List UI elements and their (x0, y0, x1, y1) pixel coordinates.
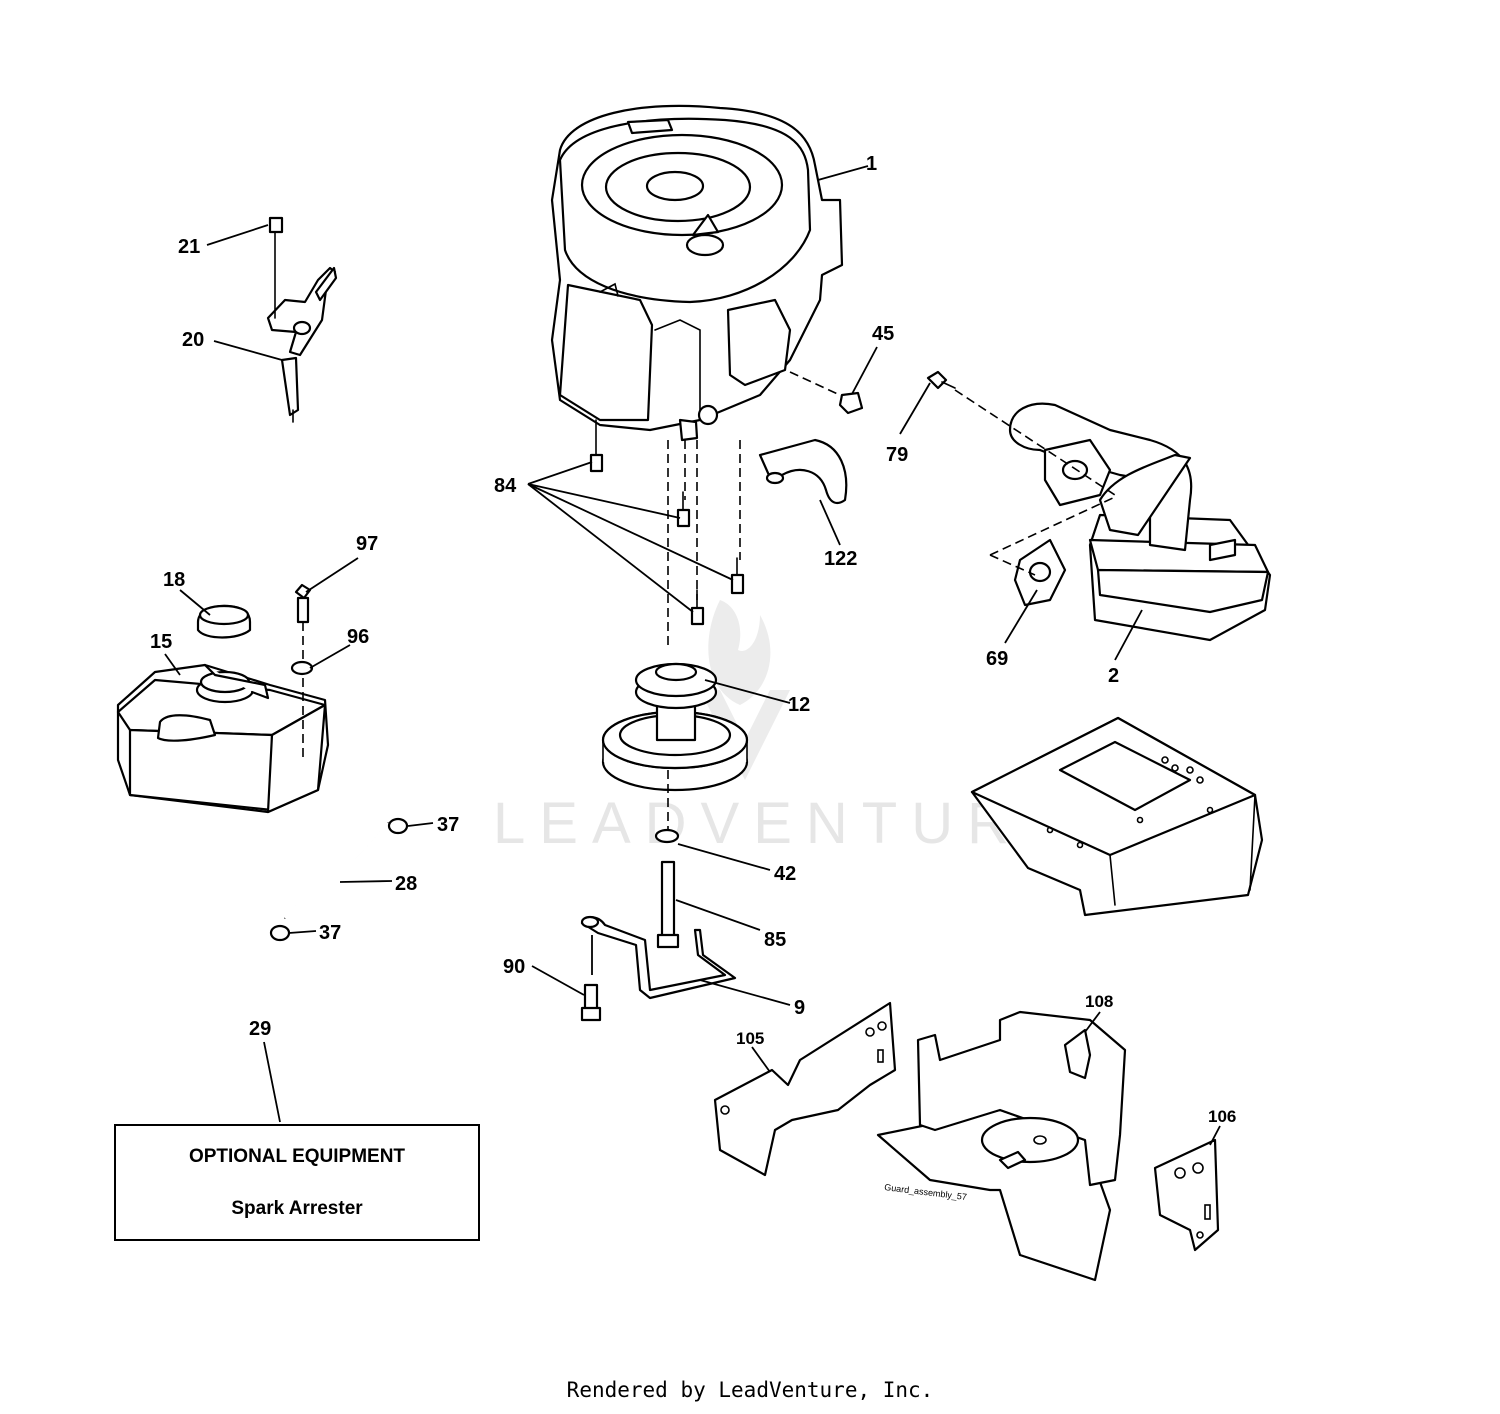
callout-9: 9 (794, 997, 805, 1019)
callout-84: 84 (494, 475, 517, 497)
callout-42: 42 (774, 863, 796, 885)
callout-12: 12 (788, 694, 810, 716)
callout-37-top: 37 (437, 814, 459, 836)
watermark: LEADVENTURE (493, 600, 1076, 856)
bracket (580, 915, 737, 1000)
callout-96: 96 (347, 626, 369, 648)
pulley (601, 662, 749, 830)
muffler-screw (926, 370, 1116, 576)
callout-20: 20 (182, 329, 204, 351)
callout-18: 18 (163, 569, 185, 591)
callout-1: 1 (866, 153, 877, 175)
fuel-cap (196, 604, 252, 639)
callout-69: 69 (986, 648, 1008, 670)
callout-79: 79 (886, 444, 908, 466)
optional-equipment-item: Spark Arrester (231, 1197, 363, 1219)
callout-45: 45 (872, 323, 894, 345)
engine-mount-plate (970, 716, 1264, 917)
callout-2: 2 (1108, 665, 1119, 687)
callouts: 1 2 9 12 15 18 20 21 28 29 37 37 42 45 6… (150, 153, 1236, 1126)
leader-lines (164, 165, 1221, 1146)
callout-37-bottom: 37 (319, 922, 341, 944)
optional-equipment-title: OPTIONAL EQUIPMENT (188, 1145, 406, 1167)
callout-21: 21 (178, 236, 200, 258)
callout-90: 90 (503, 956, 525, 978)
muffler (1008, 402, 1272, 642)
callout-97: 97 (356, 533, 378, 555)
callout-105: 105 (736, 1029, 764, 1048)
tank-screw (290, 583, 314, 760)
engine (550, 104, 844, 442)
callout-108: 108 (1085, 992, 1113, 1011)
callout-85: 85 (764, 929, 786, 951)
fuel-tank (116, 663, 330, 814)
callout-29: 29 (249, 1018, 271, 1040)
heat-shield (758, 438, 848, 505)
footer-credit: Rendered by LeadVenture, Inc. (566, 1378, 934, 1402)
bracket-bolt (580, 983, 602, 1022)
throttle-control (266, 216, 338, 423)
callout-15: 15 (150, 631, 172, 653)
callout-28: 28 (395, 873, 417, 895)
callout-106: 106 (1208, 1107, 1236, 1126)
washer (654, 828, 680, 844)
callout-122: 122 (824, 548, 857, 570)
fuel-line (269, 817, 409, 942)
guard-plate-right (1153, 1138, 1220, 1252)
watermark-text: LEADVENTURE (493, 791, 1076, 856)
gasket (1013, 538, 1067, 607)
engine-bolts (589, 419, 745, 650)
optional-equipment-box: OPTIONAL EQUIPMENT Spark Arrester (114, 1124, 480, 1241)
guard-plate-left (713, 1001, 897, 1177)
nut (789, 371, 864, 415)
guard-assembly: Guard_assembly_57 (876, 1010, 1127, 1282)
pulley-bolt (656, 860, 680, 949)
